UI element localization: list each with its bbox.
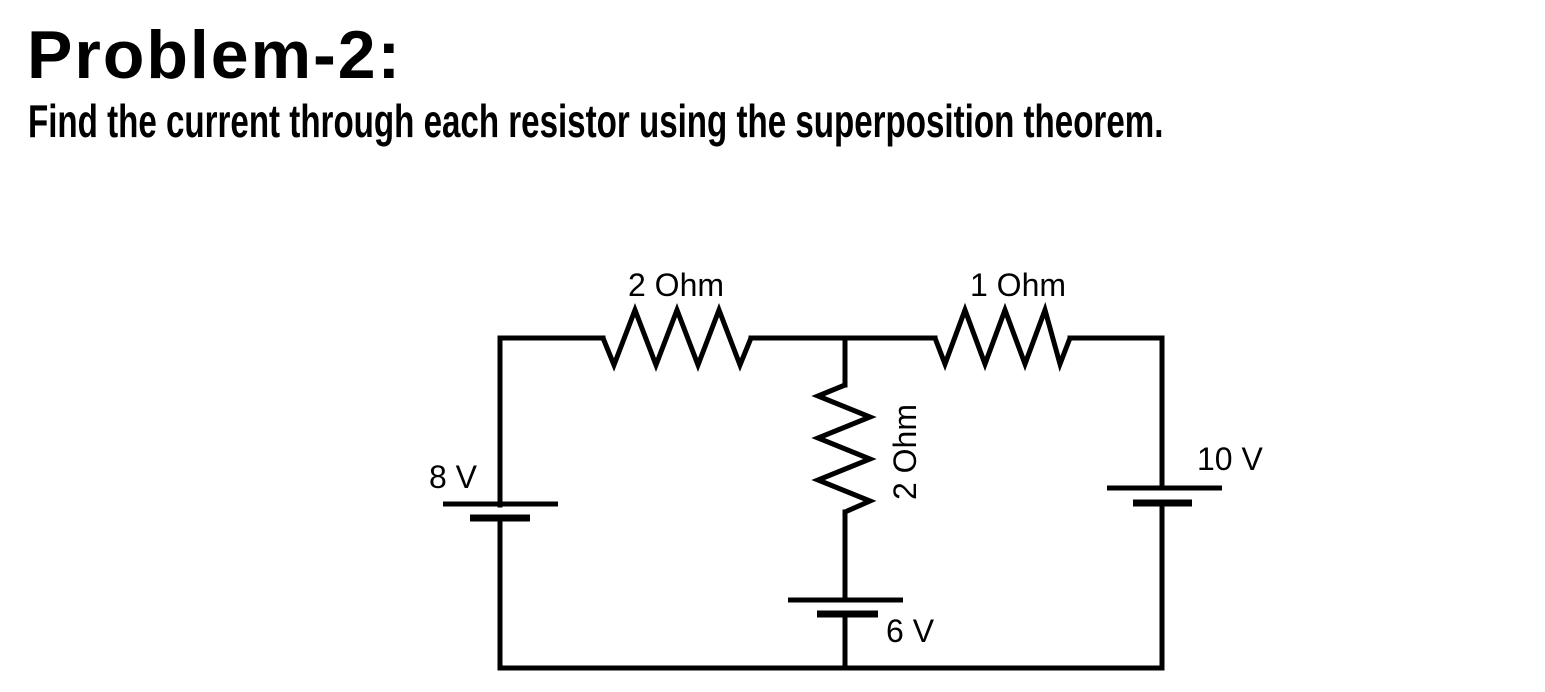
wire-bottom-loop [497,500,1165,671]
resistor-r1-zigzag [600,302,754,373]
resistor-r3-label: 2 Ohm [887,404,923,500]
resistor-r2-label: 1 Ohm [970,267,1066,303]
problem-statement: Find the current through each resistor u… [28,95,1164,147]
resistor-r3-zigzag [811,382,877,515]
resistor-r2-zigzag [932,301,1073,372]
source-v1-label: 8 V [429,459,478,495]
wire-top-right-and-right-upper [1067,335,1165,490]
resistor-r1-label: 2 Ohm [628,267,724,303]
page-title: Problem-2: [27,17,403,93]
source-v3-label: 10 V [1197,441,1263,477]
wire-left-and-top-left [497,335,606,508]
source-v2-label: 6 V [886,613,935,649]
